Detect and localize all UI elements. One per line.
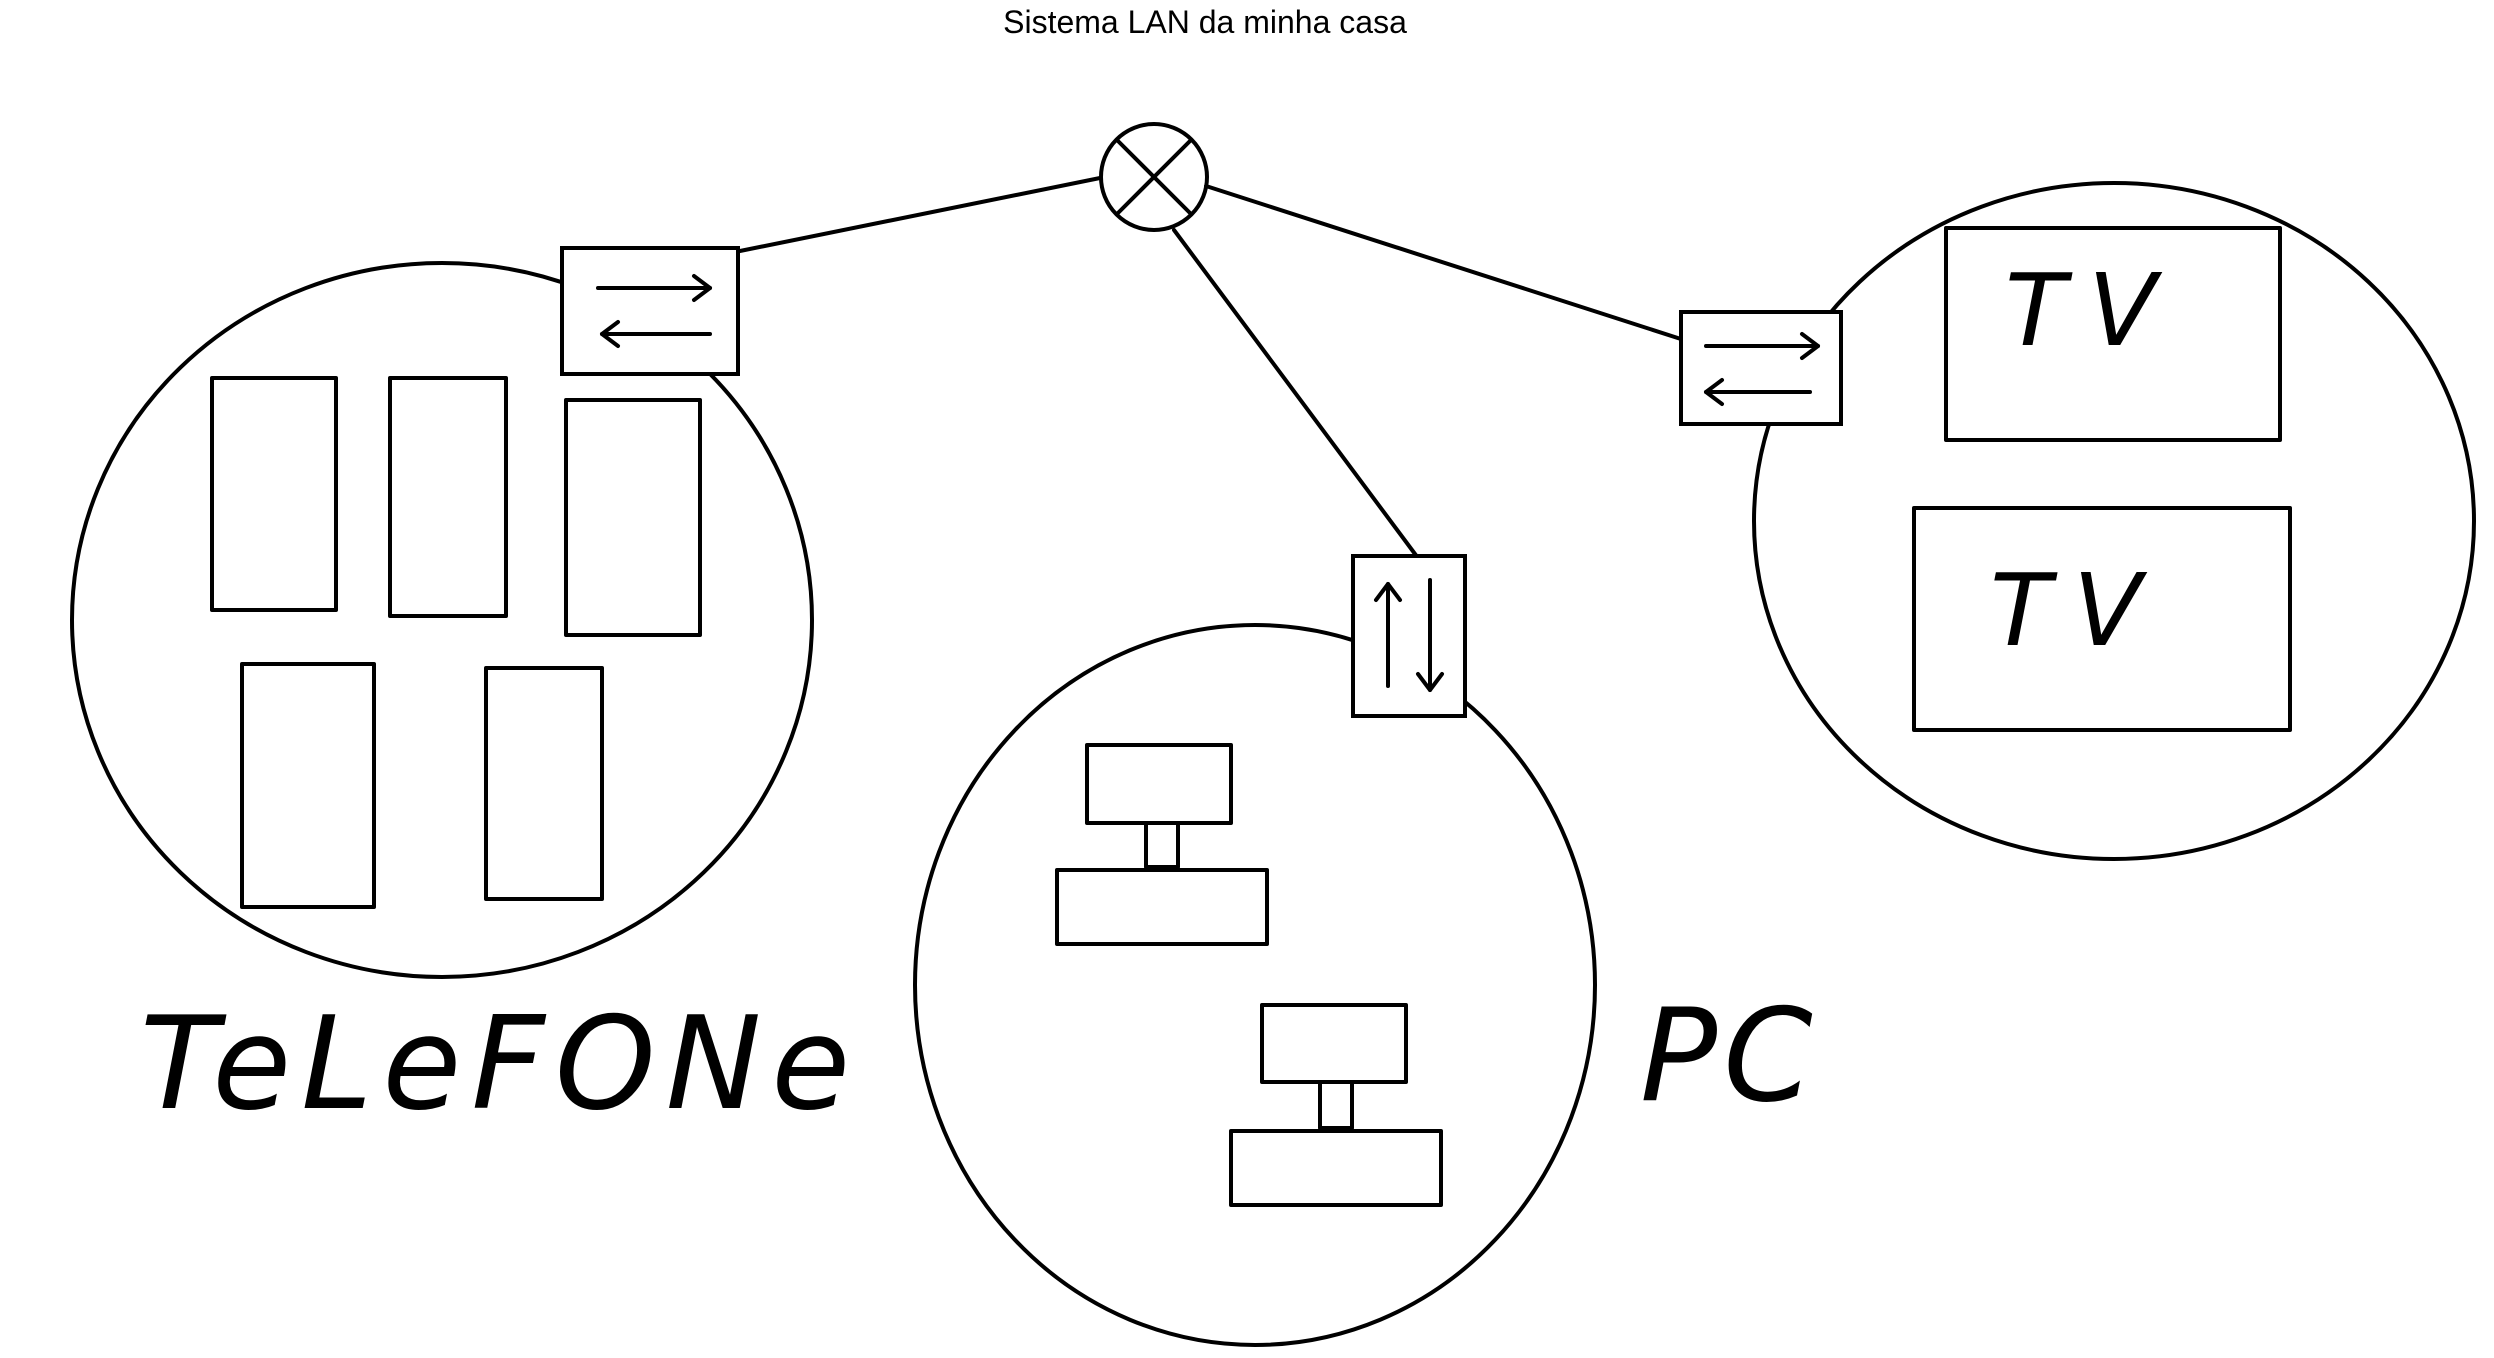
hub-crossed-circle-icon — [1099, 122, 1209, 232]
diagram-title: Sistema LAN da minha casa — [1003, 4, 1407, 40]
telefone-device — [388, 376, 508, 618]
telefone-device — [484, 666, 604, 901]
telefone-device — [564, 398, 702, 637]
group-pc: PC — [913, 554, 1819, 1347]
link-hub-tv — [1204, 184, 1686, 342]
telefone-device — [240, 662, 376, 909]
tv-device-label: TV — [2005, 252, 2179, 369]
pc-switch-icon — [1351, 554, 1467, 718]
tv-device: TV — [1912, 506, 2292, 732]
telefone-device — [210, 376, 338, 612]
tv-device-label: TV — [1990, 552, 2164, 669]
group-telefone: TeLeFONe — [70, 246, 860, 1139]
telefone-circle — [70, 261, 814, 979]
tv-switch-icon — [1679, 310, 1843, 426]
group-tv: TV TV — [1679, 181, 2476, 861]
pc-circle — [913, 623, 1597, 1347]
pc-label: PC — [1640, 982, 1819, 1131]
link-hub-telefone — [733, 176, 1102, 254]
tv-device: TV — [1944, 226, 2282, 442]
telefone-switch-icon — [560, 246, 740, 376]
pc-device — [1229, 1003, 1443, 1207]
tv-circle — [1752, 181, 2476, 861]
link-hub-pc — [1172, 228, 1420, 560]
pc-device — [1055, 743, 1269, 946]
telefone-label: TeLeFONe — [140, 990, 860, 1139]
